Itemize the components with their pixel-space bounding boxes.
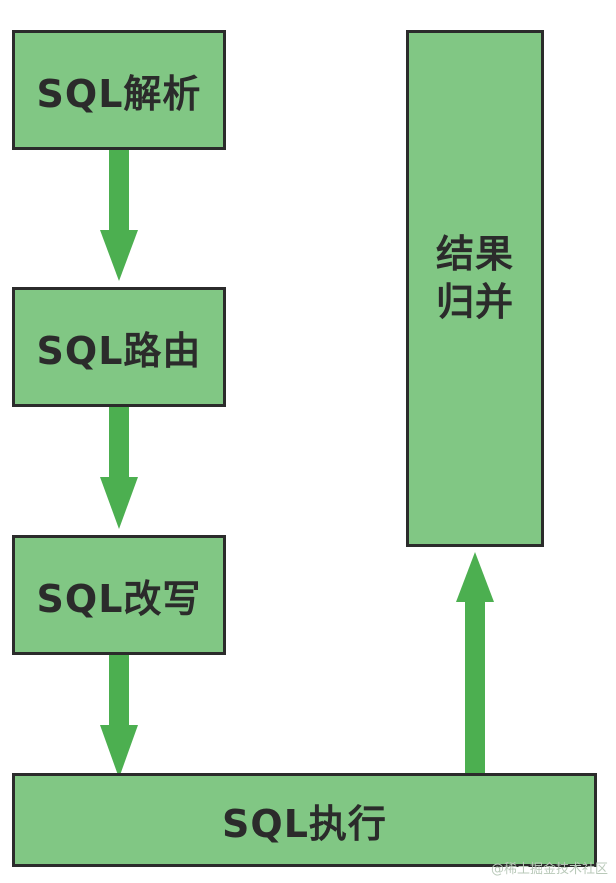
sql-rewrite-node: SQL改写 [12, 535, 226, 655]
sql-route-node: SQL路由 [12, 287, 226, 407]
result-merge-label-line1: 结果 [435, 231, 514, 276]
sql-execute-node: SQL执行 [12, 773, 597, 867]
arrow-route-to-rewrite [100, 407, 138, 529]
result-merge-node: 结果 归并 [406, 30, 544, 547]
arrow-parse-to-route [100, 150, 138, 281]
sql-rewrite-label: SQL改写 [36, 576, 202, 621]
sql-parse-node: SQL解析 [12, 30, 226, 150]
sql-execute-label: SQL执行 [222, 801, 387, 846]
watermark: @稀土掘金技术社区 [490, 862, 608, 877]
result-merge-label: 结果 归并 [436, 230, 514, 326]
result-merge-label-line2: 归并 [435, 279, 514, 324]
arrow-execute-to-merge [456, 552, 494, 773]
sql-route-label: SQL路由 [36, 328, 202, 373]
arrow-rewrite-to-execute [100, 655, 138, 778]
sql-parse-label: SQL解析 [36, 71, 202, 116]
